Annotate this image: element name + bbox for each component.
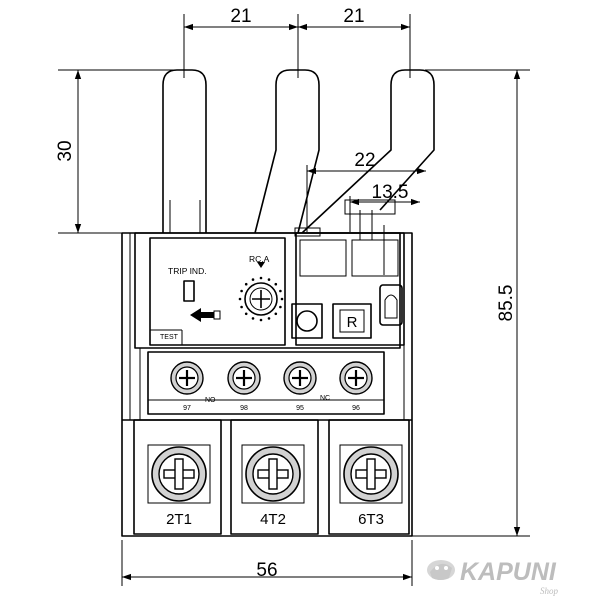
dim-total-width: 56 <box>256 560 277 581</box>
no-group-label: NO <box>205 397 216 404</box>
main-terminal-block <box>122 419 412 535</box>
main-terminal-screw[interactable] <box>245 446 301 502</box>
main-terminal-screw[interactable] <box>151 446 207 502</box>
main-terminal-label: 2T1 <box>166 511 192 528</box>
test-arrow-icon <box>190 308 214 322</box>
aux-terminal-number: 95 <box>296 405 304 412</box>
nc-group-label: NC <box>320 395 330 402</box>
relay-body <box>121 199 413 537</box>
trip-indicator-label: TRIP IND. <box>168 266 207 276</box>
brand-name: KAPUNI <box>460 558 557 586</box>
trip-indicator-window <box>183 280 195 302</box>
test-button[interactable] <box>213 310 221 320</box>
dimension-lines <box>58 14 530 586</box>
main-screws <box>151 446 399 502</box>
main-terminal-labels: 2T1 4T2 6T3 <box>166 511 384 528</box>
stop-button[interactable] <box>291 303 323 339</box>
dim-pitch-left: 21 <box>230 6 251 27</box>
aux-terminal-screw[interactable] <box>170 361 204 395</box>
aux-terminal-screw[interactable] <box>339 361 373 395</box>
aux-terminal-screw[interactable] <box>227 361 261 395</box>
brand-watermark: KAPUNI Shop <box>427 558 559 596</box>
aux-terminal-number: 96 <box>352 405 360 412</box>
aux-terminal-number: 98 <box>240 405 248 412</box>
aux-terminal-number: 97 <box>183 405 191 412</box>
brand-logo-icon <box>427 560 455 580</box>
dim-offset-13-5: 13.5 <box>372 182 409 203</box>
test-label: TEST <box>160 334 179 341</box>
aux-terminal-block <box>147 351 385 415</box>
brand-sub: Shop <box>540 586 559 596</box>
current-adjust-dial[interactable] <box>238 262 284 322</box>
main-terminal-label: 4T2 <box>260 511 286 528</box>
main-terminal-label: 6T3 <box>358 511 384 528</box>
dim-total-height: 85.5 <box>496 285 517 322</box>
connection-pins <box>162 69 435 234</box>
aux-terminal-screw[interactable] <box>283 361 317 395</box>
dim-pin-height: 30 <box>55 140 76 161</box>
dim-pitch-right: 21 <box>343 6 364 27</box>
reset-button[interactable]: R <box>332 303 372 339</box>
aux-terminal-numbers: 97 98 95 96 <box>183 405 360 412</box>
current-adjust-label: RC.A <box>249 254 270 264</box>
main-terminal-screw[interactable] <box>343 446 399 502</box>
dim-offset-22: 22 <box>354 150 375 171</box>
reset-symbol: R <box>347 314 358 331</box>
aux-screws <box>170 361 373 395</box>
